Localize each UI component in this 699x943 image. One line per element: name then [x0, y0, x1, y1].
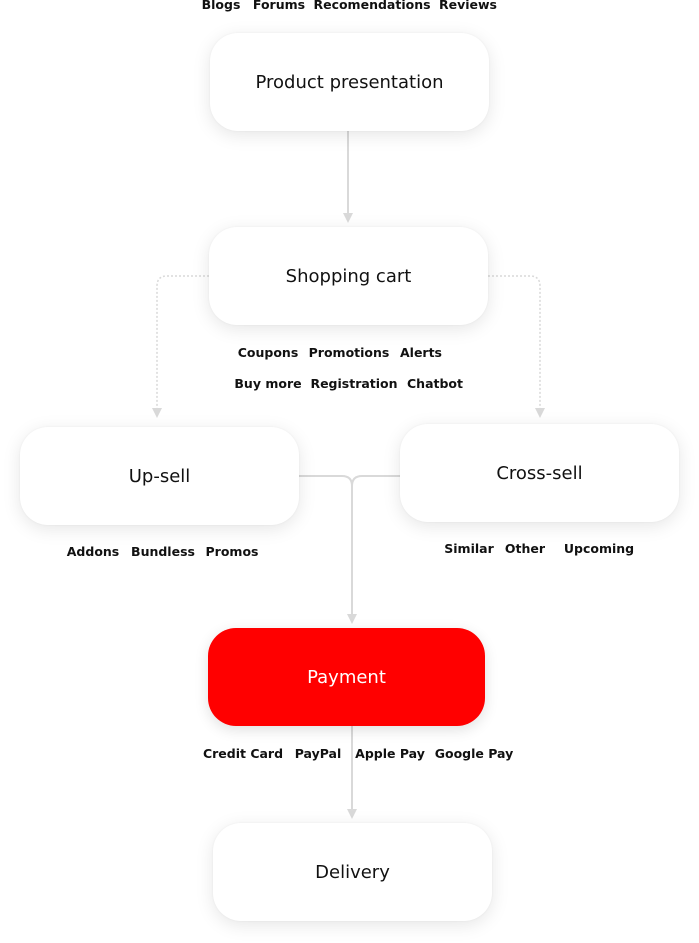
- top-tag-reviews: Reviews: [438, 0, 498, 12]
- crosssell-tag-similar: Similar: [444, 541, 494, 556]
- cart-tag-chatbot: Chatbot: [407, 376, 463, 391]
- top-tag-forums: Forums: [252, 0, 306, 12]
- cart-tag-promotions: Promotions: [308, 345, 390, 360]
- cart-tag-alerts: Alerts: [399, 345, 443, 360]
- node-crosssell: Cross-sell: [400, 424, 679, 522]
- connector-cart-to-upsell: [152, 275, 209, 418]
- connector-cart-to-crosssell: [488, 275, 545, 418]
- connector-crosssell-to-payment: [351, 475, 400, 487]
- payment-tag-credit-card: Credit Card: [202, 746, 284, 761]
- crosssell-tag-other: Other: [504, 541, 546, 556]
- upsell-tag-bundless: Bundless: [131, 544, 195, 559]
- top-tag-blogs: Blogs: [201, 0, 241, 12]
- top-tag-recomendations: Recomendations: [313, 0, 431, 12]
- payment-tag-apple-pay: Apple Pay: [355, 746, 425, 761]
- cart-tag-registration: Registration: [310, 376, 398, 391]
- node-shopping-cart: Shopping cart: [209, 227, 488, 325]
- cart-tag-buy-more: Buy more: [234, 376, 302, 391]
- node-product-presentation: Product presentation: [210, 33, 489, 131]
- payment-tag-paypal: PayPal: [294, 746, 342, 761]
- cart-tag-coupons: Coupons: [237, 345, 299, 360]
- upsell-tag-promos: Promos: [205, 544, 259, 559]
- crosssell-tag-upcoming: Upcoming: [563, 541, 635, 556]
- upsell-tag-addons: Addons: [66, 544, 120, 559]
- payment-tag-google-pay: Google Pay: [434, 746, 514, 761]
- connector-upsell-to-payment: [299, 475, 353, 487]
- node-upsell: Up-sell: [20, 427, 299, 525]
- node-delivery: Delivery: [213, 823, 492, 921]
- node-payment: Payment: [208, 628, 485, 726]
